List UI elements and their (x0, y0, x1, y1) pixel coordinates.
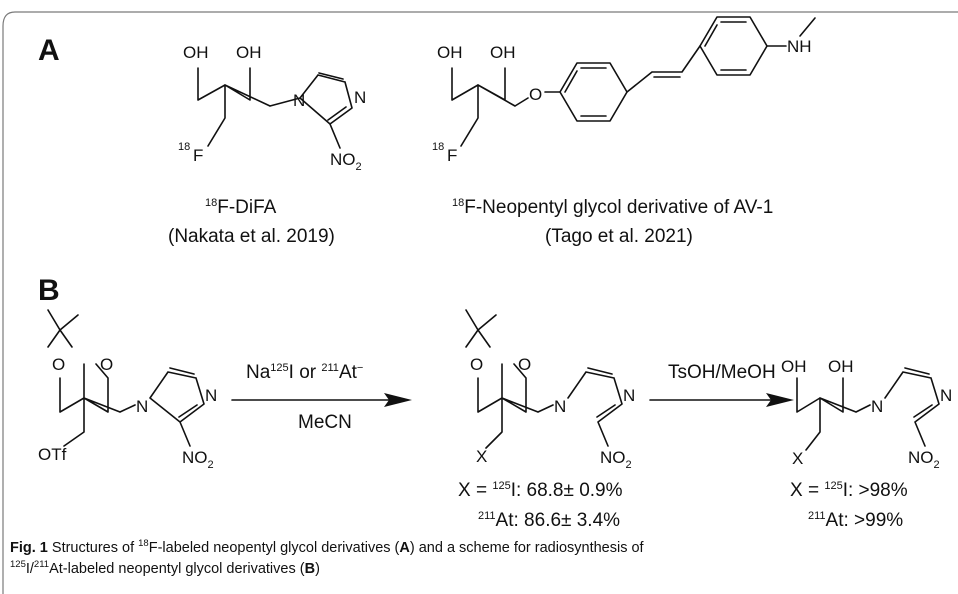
start-n1: N (136, 397, 148, 416)
structure-av1: OH OH 18 F O NH (432, 16, 816, 165)
arrow1-solvent: MeCN (298, 412, 352, 433)
av1-oh1: OH (437, 43, 463, 62)
av1-f: F (447, 146, 457, 165)
difa-reference: (Nakata et al. 2019) (168, 226, 335, 247)
intermediate-no2: NO2 (600, 448, 632, 471)
difa-oh2: OH (236, 43, 262, 62)
av1-name: 18F-Neopentyl glycol derivative of AV-1 (452, 197, 773, 218)
difa-oh1: OH (183, 43, 209, 62)
av1-nh: NH (787, 37, 812, 56)
arrow1-reagent: Na125I or 211At− (246, 362, 363, 383)
product-x: X (792, 449, 803, 468)
av1-oh2: OH (490, 43, 516, 62)
panel-label-a: A (38, 34, 60, 67)
intermediate-x: X (476, 447, 487, 466)
structure-intermediate: O O X N N NO2 (465, 309, 635, 471)
product-no2: NO2 (908, 448, 940, 471)
intermediate-n3: N (623, 386, 635, 405)
figure-caption: Fig. 1 Structures of 18F-labeled neopent… (10, 538, 644, 577)
difa-f: F (193, 146, 203, 165)
product-n3: N (940, 386, 952, 405)
yields1-line1: X = 125I: 68.8± 0.9% (458, 480, 623, 501)
start-n3: N (205, 386, 217, 405)
panel-label-b: B (38, 274, 60, 307)
product-n1: N (871, 397, 883, 416)
start-o2: O (100, 355, 113, 374)
reaction-arrow-2 (649, 393, 794, 407)
structure-start: O O OTf N N NO2 (38, 309, 217, 471)
arrow2-reagent: TsOH/MeOH (668, 362, 776, 383)
intermediate-o1: O (470, 355, 483, 374)
start-o1: O (52, 355, 65, 374)
structure-product: OH OH X N N NO2 (781, 357, 952, 471)
difa-no2: NO2 (330, 150, 362, 173)
reaction-arrow-1 (231, 393, 412, 407)
av1-o: O (529, 85, 542, 104)
product-oh1: OH (781, 357, 807, 376)
start-no2: NO2 (182, 448, 214, 471)
yields2-line2: 211At: >99% (808, 510, 903, 531)
figure-frame (2, 11, 958, 594)
structure-difa: OH OH 18 F N N NO2 (178, 43, 366, 173)
start-otf: OTf (38, 445, 67, 464)
yields2-line1: X = 125I: >98% (790, 480, 908, 501)
difa-f-mass: 18 (178, 141, 190, 153)
intermediate-n1: N (554, 397, 566, 416)
av1-reference: (Tago et al. 2021) (545, 226, 693, 247)
product-oh2: OH (828, 357, 854, 376)
yields1-line2: 211At: 86.6± 3.4% (478, 510, 620, 531)
av1-f-mass: 18 (432, 141, 444, 153)
caption-figure-label: Fig. 1 (10, 540, 48, 556)
intermediate-o2: O (518, 355, 531, 374)
difa-n3: N (354, 88, 366, 107)
difa-n1: N (293, 91, 305, 110)
difa-name: 18F-DiFA (205, 197, 277, 218)
